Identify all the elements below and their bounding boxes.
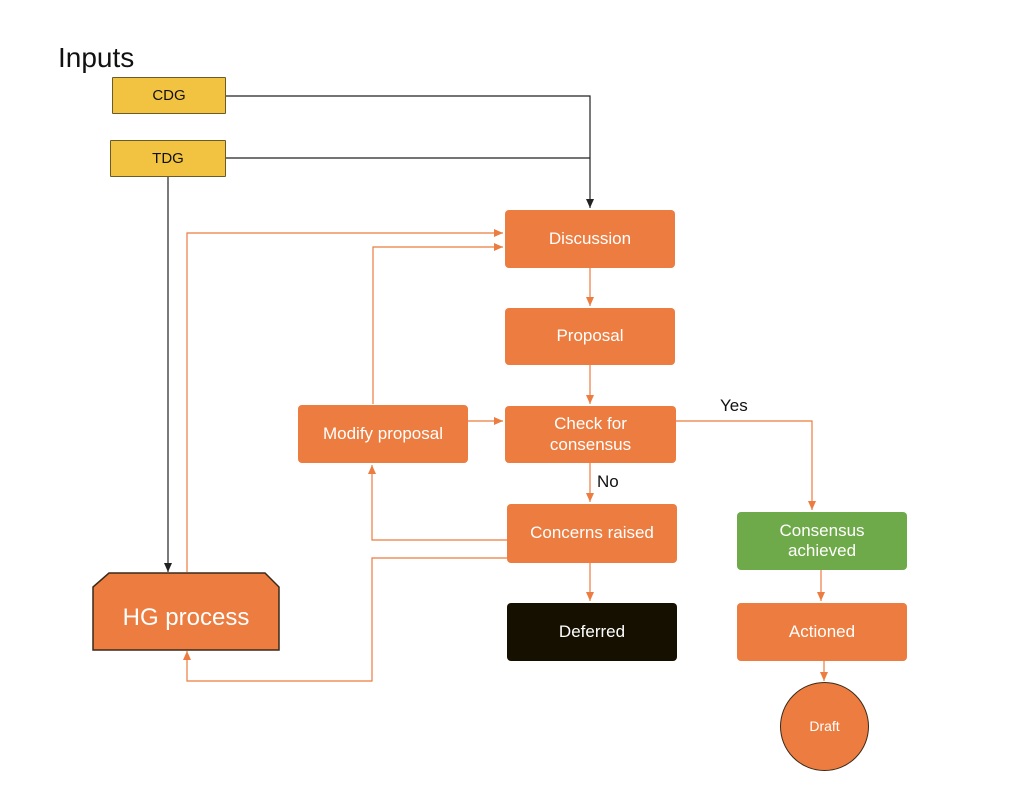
draft-label: Draft xyxy=(809,718,840,735)
concerns-raised-label: Concerns raised xyxy=(530,523,654,543)
modify-proposal-label: Modify proposal xyxy=(322,423,443,443)
cdg-label: CDG xyxy=(152,86,186,104)
actioned-label: Actioned xyxy=(788,621,856,641)
check-consensus-node: Check for consensus xyxy=(505,406,676,463)
deferred-node: Deferred xyxy=(507,603,677,661)
proposal-label: Proposal xyxy=(556,326,624,346)
discussion-label: Discussion xyxy=(548,228,632,248)
check-consensus-label: Check for consensus xyxy=(549,414,632,454)
no-edge-label: No xyxy=(597,472,619,491)
concerns-to-modify-connector xyxy=(368,465,507,541)
consensus-achieved-node: Consensus achieved xyxy=(737,512,907,570)
hg-process-shape xyxy=(92,572,280,651)
discussion-node: Discussion xyxy=(505,210,675,268)
cdg-to-discussion-connector xyxy=(226,95,594,208)
hg-to-discussion-connector xyxy=(186,229,503,572)
check-to-consensus-connector xyxy=(676,420,816,510)
draft-node: Draft xyxy=(780,682,869,771)
proposal-node: Proposal xyxy=(505,308,675,365)
hg-process-node: HG process xyxy=(93,587,279,650)
modify-to-discussion-connector xyxy=(372,243,503,404)
modify-proposal-node: Modify proposal xyxy=(298,405,468,463)
actioned-node: Actioned xyxy=(737,603,907,661)
yes-edge-label: Yes xyxy=(720,396,748,415)
consensus-achieved-label: Consensus achieved xyxy=(779,520,865,560)
deferred-label: Deferred xyxy=(558,621,626,641)
hg-process-label: HG process xyxy=(122,604,250,632)
tdg-input-box: TDG xyxy=(110,140,226,177)
concerns-to-hg-connector xyxy=(183,557,507,682)
tdg-label: TDG xyxy=(152,149,184,167)
concerns-raised-node: Concerns raised xyxy=(507,504,677,563)
inputs-title: Inputs xyxy=(58,42,135,73)
cdg-input-box: CDG xyxy=(112,77,226,114)
